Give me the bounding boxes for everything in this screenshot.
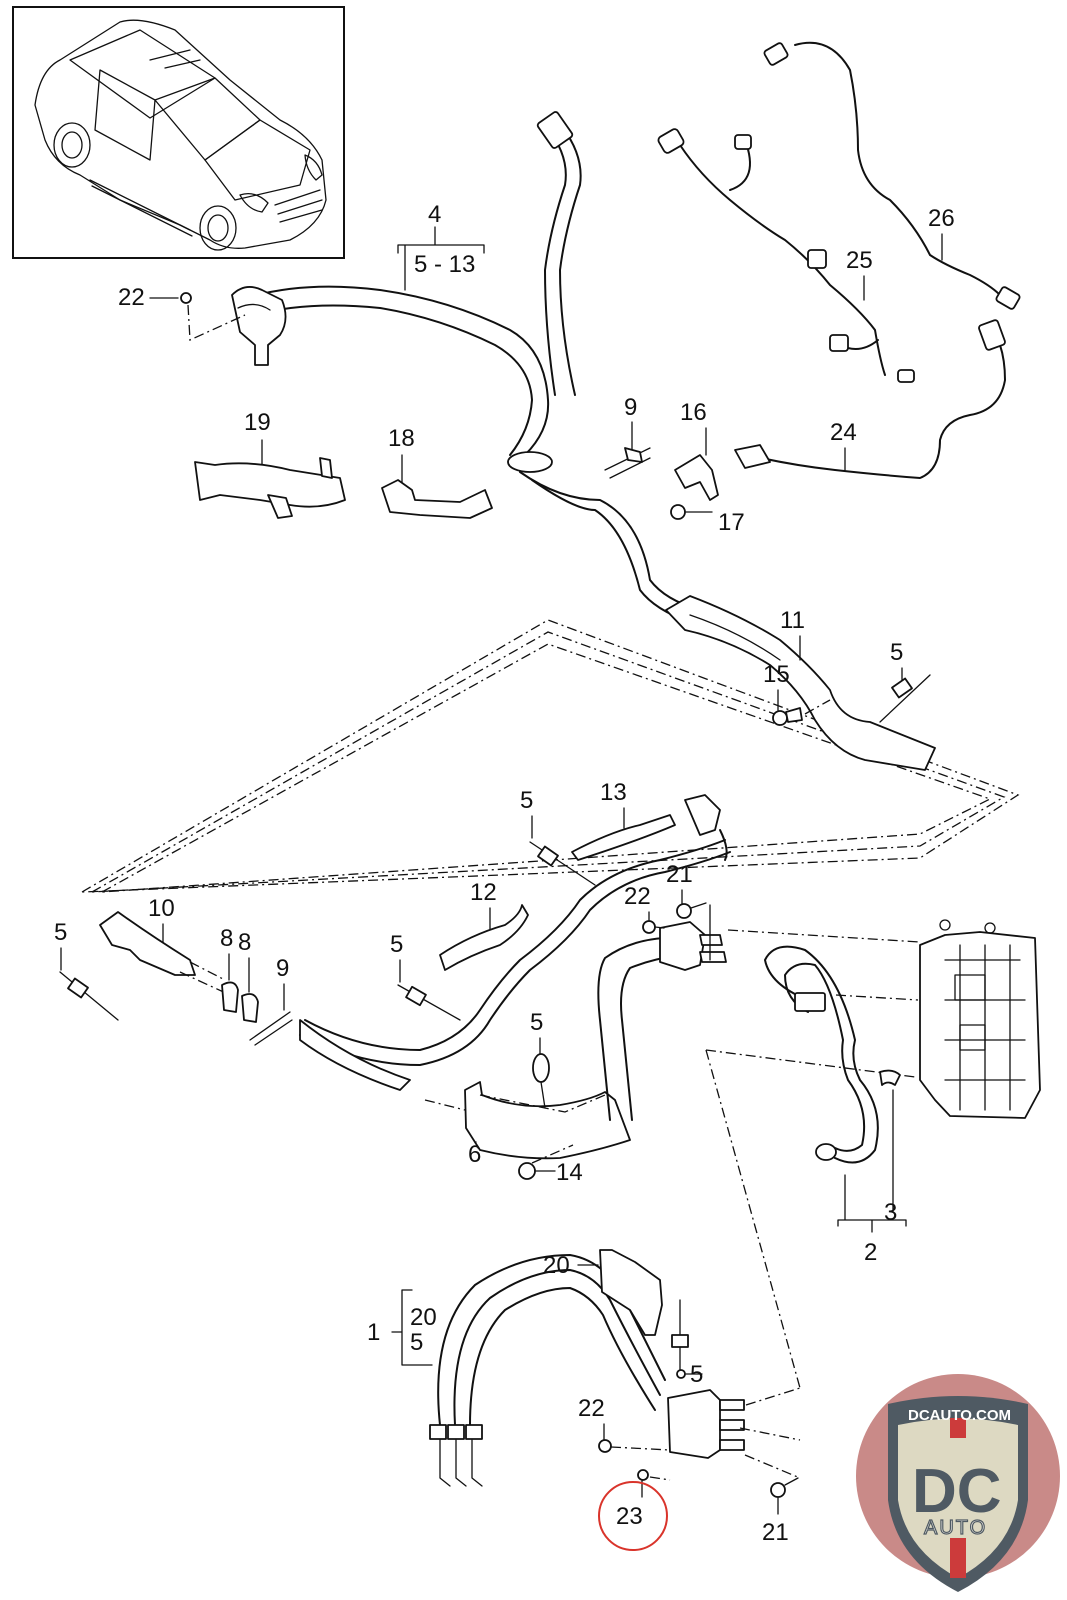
callout-24: 24 bbox=[830, 419, 857, 446]
callout-5-mid-upper: 5 bbox=[520, 787, 533, 814]
callout-18: 18 bbox=[388, 425, 415, 452]
car-illustration bbox=[34, 19, 327, 251]
callout-22-mid: 22 bbox=[624, 883, 651, 910]
callout-1-sub-20: 20 bbox=[410, 1304, 437, 1331]
callout-10: 10 bbox=[148, 895, 175, 922]
loop-tie-part-5-lower: 5 bbox=[530, 1009, 550, 1109]
callout-4-range: 5 - 13 bbox=[414, 251, 475, 278]
callout-19: 19 bbox=[244, 409, 271, 436]
callout-5-right: 5 bbox=[890, 639, 903, 666]
callout-22-bottom: 22 bbox=[578, 1395, 605, 1422]
callout-15: 15 bbox=[763, 661, 790, 688]
callout-3: 3 bbox=[884, 1199, 897, 1226]
callout-1-sub-5: 5 bbox=[410, 1329, 423, 1356]
clip-part-9-upper: 9 bbox=[604, 394, 651, 479]
callout-12: 12 bbox=[470, 879, 497, 906]
cable-tie-part-5-mid: 5 bbox=[390, 931, 461, 1021]
callout-11-group: 11 bbox=[780, 607, 805, 661]
callout-9-upper: 9 bbox=[624, 394, 637, 421]
bolt-part-22-mid: 22 bbox=[624, 883, 665, 934]
channel-part-13: 13 bbox=[571, 779, 676, 861]
bolt-part-21-upper: 21 bbox=[666, 861, 711, 961]
callout-6: 6 bbox=[468, 1141, 481, 1168]
callout-17: 17 bbox=[718, 509, 745, 536]
power-electronics-module bbox=[919, 919, 1041, 1119]
callout-1: 1 bbox=[367, 1319, 380, 1346]
lower-harness bbox=[299, 794, 731, 1091]
callout-5-bottom: 5 bbox=[690, 1361, 703, 1388]
callout-23: 23 bbox=[616, 1503, 643, 1530]
callout-8-b: 8 bbox=[238, 929, 251, 956]
callout-5-lower: 5 bbox=[530, 1009, 543, 1036]
clip-part-8-a: 8 bbox=[220, 925, 239, 1013]
callout-16: 16 bbox=[680, 399, 707, 426]
callout-4-group: 4 5 - 13 bbox=[397, 201, 485, 291]
callout-14: 14 bbox=[556, 1159, 583, 1186]
callout-20: 20 bbox=[543, 1252, 570, 1279]
callout-5-mid: 5 bbox=[390, 931, 403, 958]
callout-8-a: 8 bbox=[220, 925, 233, 952]
callout-21-bottom: 21 bbox=[762, 1519, 789, 1546]
callout-4: 4 bbox=[428, 201, 441, 228]
callout-2: 2 bbox=[864, 1239, 877, 1266]
bolt-part-17: 17 bbox=[670, 504, 745, 536]
sensor-harness-part-24: 24 bbox=[734, 319, 1006, 479]
cable-tie-part-5-right: 5 bbox=[879, 639, 931, 723]
bracket-part-10: 10 bbox=[99, 895, 231, 996]
logo-url-text: DCAUTO.COM bbox=[908, 1407, 1011, 1424]
logo-monogram: DC bbox=[912, 1457, 1002, 1526]
bracket-part-16: 16 bbox=[674, 399, 719, 501]
bracket-part-20: 20 bbox=[543, 1249, 663, 1336]
sensor-harness-part-26: 26 bbox=[763, 41, 1021, 310]
nut-part-14: 14 bbox=[518, 1144, 583, 1186]
callout-26: 26 bbox=[928, 205, 955, 232]
callout-2-group: 2 bbox=[837, 1174, 907, 1266]
nut-part-23[interactable]: 23 bbox=[598, 1469, 671, 1551]
bracket-part-19: 19 bbox=[194, 409, 346, 519]
cable-tie-part-5-mid-upper: 5 bbox=[520, 787, 596, 886]
channel-part-12: 12 bbox=[439, 879, 529, 971]
callout-21-upper: 21 bbox=[666, 861, 693, 888]
clip-part-9-lower: 9 bbox=[249, 955, 293, 1046]
cable-tie-part-5-bottom: 5 bbox=[671, 1299, 703, 1388]
callout-13: 13 bbox=[600, 779, 627, 806]
bracket-part-18: 18 bbox=[381, 425, 493, 519]
cable-tie-part-5-left: 5 bbox=[54, 919, 119, 1021]
bolt-part-21-bottom: 21 bbox=[744, 1454, 801, 1546]
callout-22-top: 22 bbox=[118, 284, 145, 311]
highlight-ring-part-23 bbox=[598, 1481, 668, 1551]
bracket-part-6: 6 bbox=[424, 1081, 631, 1168]
main-harness-part-4 bbox=[231, 111, 936, 771]
clip-part-3: 3 bbox=[879, 1069, 901, 1226]
bolt-22-top: 22 bbox=[118, 284, 246, 341]
logo-subtext: AUTO bbox=[924, 1517, 987, 1539]
callout-5-left: 5 bbox=[54, 919, 67, 946]
bolt-part-22-bottom: 22 bbox=[578, 1395, 671, 1453]
hv-harness-part-1 bbox=[429, 1254, 801, 1487]
callout-9-lower: 9 bbox=[276, 955, 289, 982]
clip-part-8-b: 8 bbox=[238, 929, 259, 1023]
vehicle-overview-inset bbox=[12, 6, 345, 259]
callout-11: 11 bbox=[780, 607, 805, 634]
callout-25: 25 bbox=[846, 247, 873, 274]
assembly-outline bbox=[81, 619, 1020, 893]
dcauto-logo: DCAUTO.COM DC AUTO bbox=[856, 1374, 1060, 1592]
callout-1-group: 1 20 5 bbox=[367, 1289, 437, 1366]
clip-part-15: 15 bbox=[763, 661, 831, 726]
hv-cable-pair bbox=[597, 921, 727, 1121]
hose-part-2 bbox=[764, 945, 879, 1164]
sensor-harness-part-25: 25 bbox=[657, 128, 915, 383]
